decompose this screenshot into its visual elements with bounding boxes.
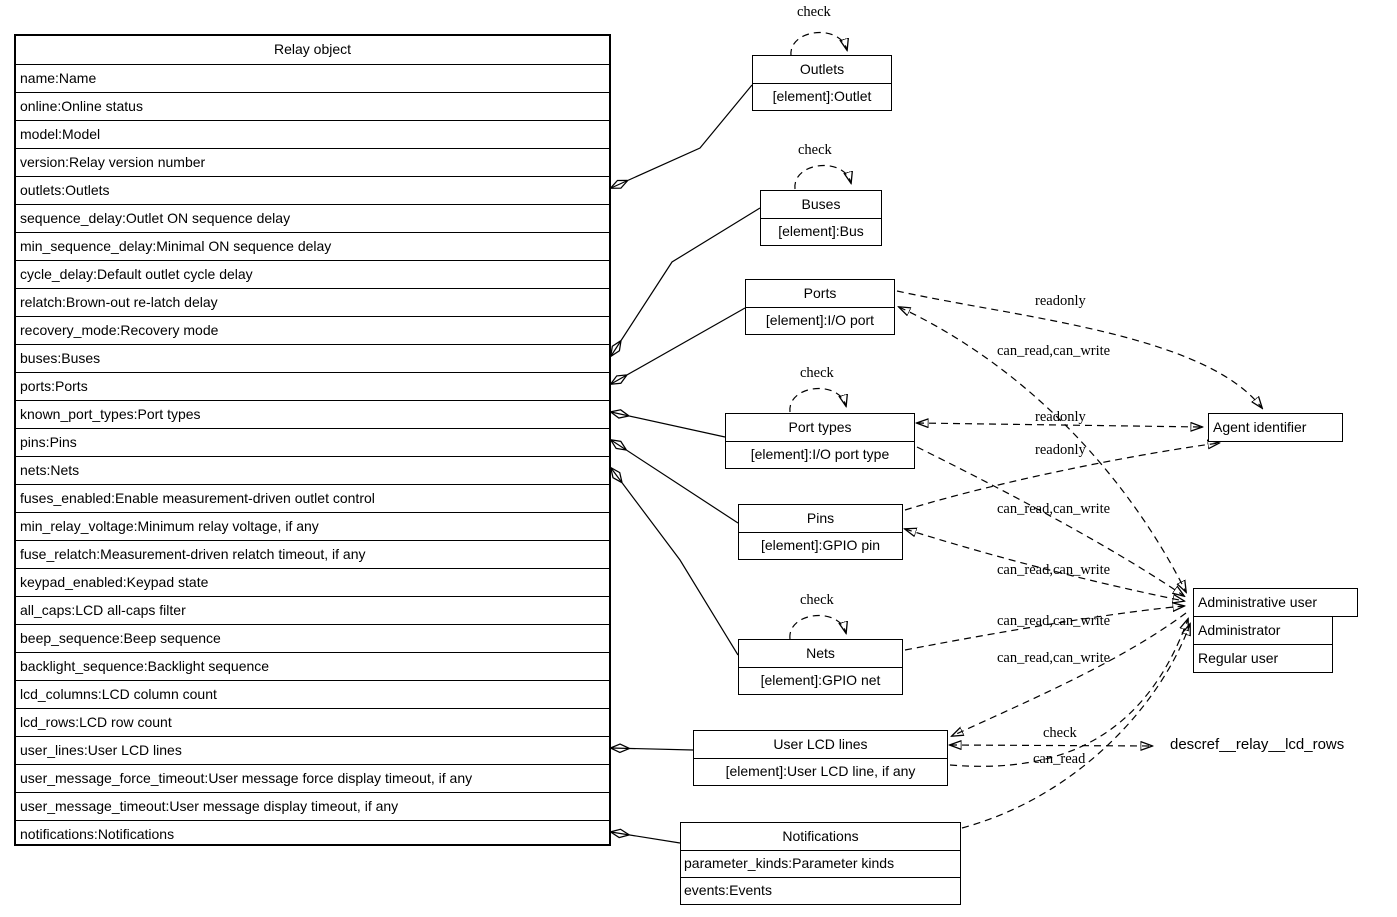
edge-label-check: check xyxy=(800,365,834,381)
edge-notifications-admin xyxy=(961,624,1190,829)
node-descref-lcd-rows: descref__relay__lcd_rows xyxy=(1170,736,1345,753)
edge-label-check: check xyxy=(797,4,831,20)
node-pins: Pins [element]:GPIO pin xyxy=(738,504,903,560)
table-row: version:Relay version number xyxy=(16,148,609,176)
node-buses-title: Buses xyxy=(801,196,841,212)
edge-label-check: check xyxy=(800,592,834,608)
table-row: sequence_delay:Outlet ON sequence delay xyxy=(16,204,609,232)
table-row: nets:Nets xyxy=(16,456,609,484)
node-pins-title: Pins xyxy=(806,510,835,526)
table-row: known_port_types:Port types xyxy=(16,400,609,428)
node-port-types: Port types [element]:I/O port type xyxy=(725,413,915,469)
table-row: fuse_relatch:Measurement-driven relatch … xyxy=(16,540,609,568)
node-user-lcd-lines-element: [element]:User LCD line, if any xyxy=(694,758,947,785)
table-row: buses:Buses xyxy=(16,344,609,372)
node-notifications-row: events:Events xyxy=(681,877,960,904)
edge-label-can-read-write: can_read,can_write xyxy=(997,650,1111,666)
table-row: online:Online status xyxy=(16,92,609,120)
node-administrator-row: Administrator xyxy=(1193,616,1333,645)
table-row: lcd_columns:LCD column count xyxy=(16,680,609,708)
edge-port-types xyxy=(611,412,726,438)
edge-outlets xyxy=(611,84,753,188)
edge-label-check: check xyxy=(798,142,832,158)
table-row: all_caps:LCD all-caps filter xyxy=(16,596,609,624)
node-administrative-user-title: Administrative user xyxy=(1198,594,1318,610)
loop-outlets-check xyxy=(790,31,847,57)
edge-user-lcd-descref-check xyxy=(950,745,1152,746)
node-port-types-element: [element]:I/O port type xyxy=(726,441,914,468)
node-administrator-label: Administrator xyxy=(1198,622,1281,638)
edge-buses xyxy=(611,207,761,356)
edge-ports-readonly xyxy=(896,290,1262,408)
table-row: ports:Ports xyxy=(16,372,609,400)
table-row: cycle_delay:Default outlet cycle delay xyxy=(16,260,609,288)
table-row: lcd_rows:LCD row count xyxy=(16,708,609,736)
relay-table-title: Relay object xyxy=(273,41,352,57)
table-row: name:Name xyxy=(16,64,609,92)
edge-label-readonly: readonly xyxy=(1035,409,1086,425)
node-outlets-title: Outlets xyxy=(799,61,845,77)
table-row: backlight_sequence:Backlight sequence xyxy=(16,652,609,680)
node-administrative-user: Administrative user xyxy=(1193,588,1358,617)
node-outlets-element: [element]:Outlet xyxy=(753,83,891,110)
edge-ports xyxy=(611,307,746,384)
node-ports-element: [element]:I/O port xyxy=(746,307,894,334)
edge-label-can-read-write: can_read,can_write xyxy=(997,343,1111,359)
node-notifications-row: parameter_kinds:Parameter kinds xyxy=(681,850,960,877)
edge-label-can-read-write: can_read,can_write xyxy=(997,613,1111,629)
table-row: model:Model xyxy=(16,120,609,148)
edge-admin-user-lcd-can-read-write xyxy=(952,612,1187,736)
node-nets: Nets [element]:GPIO net xyxy=(738,639,903,695)
edge-nets xyxy=(611,468,739,656)
node-buses: Buses [element]:Bus xyxy=(760,190,882,246)
node-notifications-title: Notifications xyxy=(782,828,859,844)
node-outlets: Outlets [element]:Outlet xyxy=(752,55,892,111)
edge-label-can-read: can_read xyxy=(1033,751,1086,767)
edge-label-readonly: readonly xyxy=(1035,293,1086,309)
edge-user-lines xyxy=(611,748,694,750)
node-buses-element: [element]:Bus xyxy=(761,218,881,245)
node-ports: Ports [element]:I/O port xyxy=(745,279,895,335)
table-row: keypad_enabled:Keypad state xyxy=(16,568,609,596)
loop-nets-check xyxy=(789,614,846,640)
node-regular-user-row: Regular user xyxy=(1193,644,1333,673)
edge-pins-readonly xyxy=(904,443,1219,511)
edge-label-can-read-write: can_read,can_write xyxy=(997,562,1111,578)
table-row: min_relay_voltage:Minimum relay voltage,… xyxy=(16,512,609,540)
node-user-lcd-lines-title: User LCD lines xyxy=(773,736,868,752)
table-row: user_lines:User LCD lines xyxy=(16,736,609,764)
loop-buses-check xyxy=(794,164,851,190)
edge-user-lcd-admin-can-read xyxy=(949,619,1188,767)
node-notifications: Notifications parameter_kinds:Parameter … xyxy=(680,822,961,905)
edge-notifications xyxy=(611,832,681,844)
edge-pins xyxy=(611,440,739,524)
table-row: fuses_enabled:Enable measurement-driven … xyxy=(16,484,609,512)
node-agent-identifier: Agent identifier xyxy=(1208,413,1343,442)
table-row: user_message_force_timeout:User message … xyxy=(16,764,609,792)
edge-label-readonly: readonly xyxy=(1035,442,1086,458)
node-nets-title: Nets xyxy=(806,645,835,661)
node-port-types-title: Port types xyxy=(788,419,852,435)
table-row: beep_sequence:Beep sequence xyxy=(16,624,609,652)
table-row: relatch:Brown-out re-latch delay xyxy=(16,288,609,316)
table-row: outlets:Outlets xyxy=(16,176,609,204)
node-pins-element: [element]:GPIO pin xyxy=(739,532,902,559)
table-row: pins:Pins xyxy=(16,428,609,456)
edge-label-can-read-write: can_read,can_write xyxy=(997,501,1111,517)
table-row: recovery_mode:Recovery mode xyxy=(16,316,609,344)
relay-object-table: Relay object name:Name online:Online sta… xyxy=(14,34,611,846)
node-ports-title: Ports xyxy=(803,285,837,301)
node-nets-element: [element]:GPIO net xyxy=(739,667,902,694)
table-row: user_message_timeout:User message displa… xyxy=(16,792,609,820)
node-regular-user-label: Regular user xyxy=(1198,650,1279,666)
table-row: notifications:Notifications xyxy=(16,820,609,848)
edge-label-check: check xyxy=(1043,725,1077,741)
node-user-lcd-lines: User LCD lines [element]:User LCD line, … xyxy=(693,730,948,786)
edge-nets-can-read-write xyxy=(904,606,1184,651)
node-agent-identifier-title: Agent identifier xyxy=(1213,419,1307,435)
loop-port-types-check xyxy=(789,387,846,413)
table-row: min_sequence_delay:Minimal ON sequence d… xyxy=(16,232,609,260)
